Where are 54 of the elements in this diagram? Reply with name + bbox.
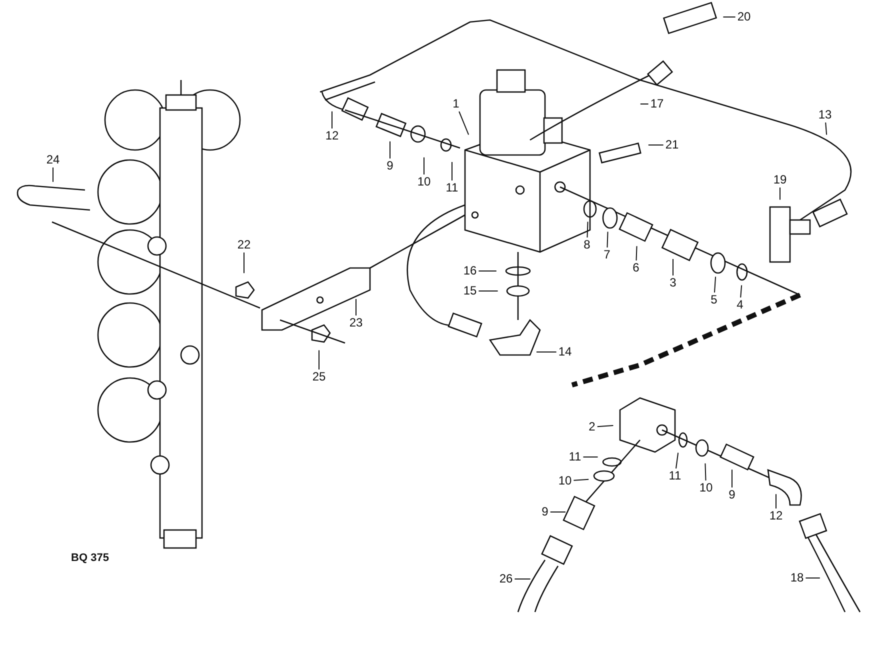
leader-line	[596, 424, 614, 428]
leader-line	[676, 452, 679, 469]
callout-number: 6	[632, 262, 640, 274]
callout-number: 12	[325, 130, 339, 142]
callout-number: 11	[668, 470, 682, 482]
leader-line	[648, 144, 664, 146]
leader-line	[478, 290, 498, 292]
leader-line	[722, 16, 736, 18]
leader-line	[704, 462, 706, 481]
leader-line	[672, 258, 674, 276]
callout-number: 10	[417, 176, 431, 188]
leader-line	[825, 122, 828, 136]
leader-line	[318, 350, 320, 370]
leader-line	[636, 246, 638, 261]
callout-number: 2	[588, 420, 596, 434]
callout-number: 18	[790, 572, 804, 584]
leader-line	[740, 284, 742, 298]
callout-number: 9	[386, 160, 394, 172]
drawing-code: BQ 375	[71, 552, 109, 564]
callout-number: 23	[349, 316, 363, 330]
callout-number: 10	[558, 474, 572, 488]
callout-number: 1	[452, 98, 460, 110]
leader-line	[714, 276, 716, 293]
callout-number: 12	[769, 510, 783, 522]
callout-number: 8	[584, 238, 590, 252]
callout-number: 11	[568, 450, 582, 464]
callout-number: 19	[773, 174, 787, 186]
callout-number: 16	[463, 264, 477, 278]
callout-number: 14	[558, 346, 572, 358]
callout-number: 20	[737, 10, 751, 24]
callout-number: 3	[670, 276, 676, 290]
callout-number: 22	[237, 238, 251, 252]
callout-number: 7	[604, 248, 610, 262]
callout-number: 10	[699, 482, 713, 494]
leader-line	[458, 111, 470, 136]
leader-line	[582, 456, 598, 458]
leader-line	[573, 478, 590, 481]
callout-number: 9	[542, 506, 548, 518]
callout-number: 25	[312, 370, 326, 384]
leader-line	[478, 270, 497, 272]
callout-number: 26	[499, 572, 513, 586]
leader-line	[52, 167, 54, 182]
callout-number: 5	[710, 294, 718, 306]
callout-number: 13	[818, 108, 832, 122]
callout-number: 11	[446, 182, 458, 194]
callout-number: 9	[728, 488, 736, 502]
callout-number: 17	[650, 98, 664, 110]
callout-number: 21	[665, 138, 679, 152]
leader-line	[586, 221, 588, 238]
callout-number: 4	[736, 298, 744, 312]
callout-number: 15	[463, 284, 477, 298]
leader-line	[514, 578, 531, 580]
leader-line	[606, 231, 608, 248]
callout-number: 24	[46, 154, 60, 166]
